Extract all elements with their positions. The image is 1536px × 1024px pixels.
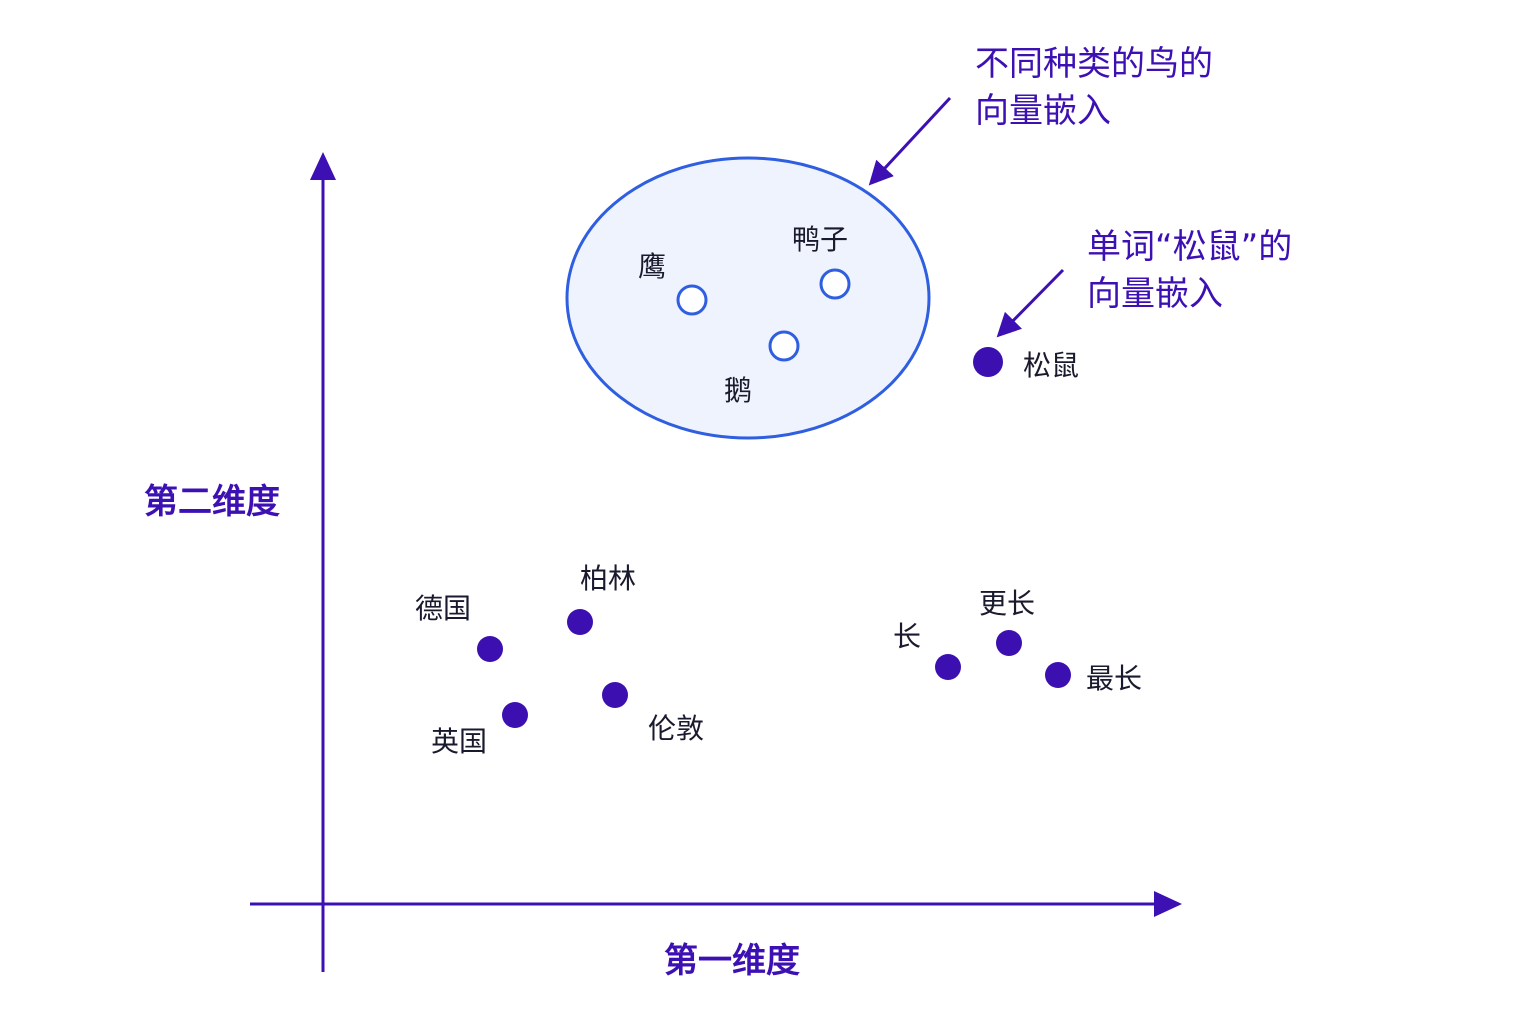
- uk-label: 英国: [431, 725, 487, 758]
- squirrel-annotation: 单词“松鼠”的 向量嵌入: [996, 227, 1292, 338]
- germany-label: 德国: [415, 592, 471, 625]
- geo-cluster: 德国 柏林 英国 伦敦: [415, 562, 704, 758]
- longest-label: 最长: [1086, 662, 1142, 695]
- eagle-point-icon: [676, 284, 708, 316]
- london-label: 伦敦: [648, 712, 704, 745]
- axes: [250, 152, 1182, 972]
- squirrel-group: 松鼠: [973, 347, 1079, 382]
- y-axis-title: 第二维度: [144, 482, 280, 522]
- goose-point-icon: [768, 330, 800, 362]
- squirrel-annotation-line2: 向量嵌入: [1087, 274, 1223, 314]
- squirrel-label: 松鼠: [1023, 349, 1079, 382]
- birds-arrow-icon: [868, 96, 952, 186]
- squirrel-arrow-icon: [996, 268, 1065, 338]
- duck-point-icon: [819, 268, 851, 300]
- berlin-point-icon: [567, 609, 593, 635]
- long-label: 长: [893, 620, 921, 653]
- longest-point-icon: [1045, 662, 1071, 688]
- bird-cluster: 鹰 鸭子 鹅: [565, 156, 931, 440]
- birds-annotation-line1: 不同种类的鸟的: [975, 44, 1213, 84]
- x-axis-arrow-icon: [1154, 891, 1182, 917]
- squirrel-annotation-line1: 单词“松鼠”的: [1087, 227, 1292, 267]
- duck-label: 鸭子: [792, 223, 848, 256]
- uk-point-icon: [502, 702, 528, 728]
- bird-cluster-ellipse: [565, 156, 931, 440]
- birds-annotation: 不同种类的鸟的 向量嵌入: [868, 44, 1213, 186]
- goose-label: 鹅: [724, 374, 752, 407]
- eagle-label: 鹰: [638, 250, 666, 283]
- x-axis-title: 第一维度: [664, 941, 800, 981]
- germany-point-icon: [477, 636, 503, 662]
- longer-point-icon: [996, 630, 1022, 656]
- length-cluster: 长 更长 最长: [893, 587, 1142, 695]
- birds-annotation-line2: 向量嵌入: [975, 91, 1111, 131]
- berlin-label: 柏林: [580, 562, 636, 595]
- squirrel-point-icon: [973, 347, 1003, 377]
- london-point-icon: [602, 682, 628, 708]
- longer-label: 更长: [979, 587, 1035, 620]
- y-axis-arrow-icon: [310, 152, 336, 180]
- long-point-icon: [935, 654, 961, 680]
